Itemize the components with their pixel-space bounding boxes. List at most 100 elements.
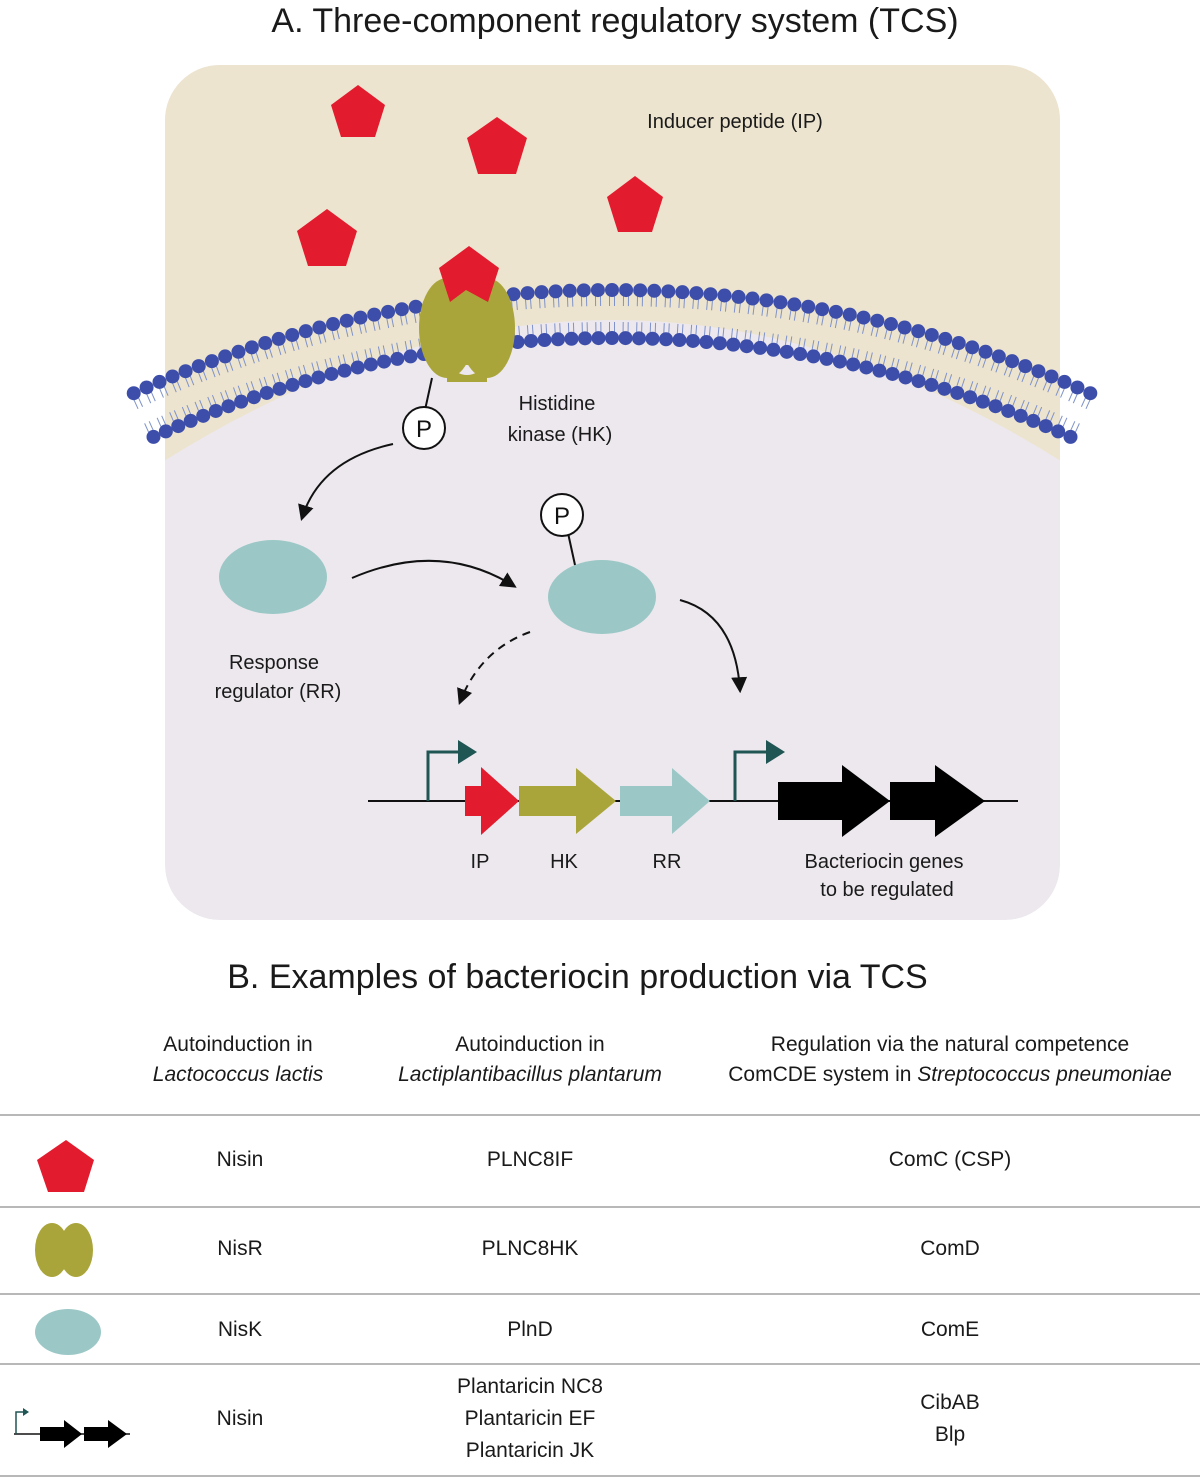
response-regulator-icon [219,540,327,614]
lipid-head [183,413,198,428]
cell-row4-lactococcus: Nisin [216,1407,264,1430]
lipid-head [246,390,261,405]
lipid-head [872,363,887,378]
gene-ip-arrow [465,767,519,835]
lipid-head [1031,364,1046,379]
lipid-head [408,299,423,314]
cell-row3-lactiplantibacillus: PlnD [507,1318,553,1341]
column-header-line-1: Autoinduction in [455,1033,605,1056]
cell-background [165,65,1060,920]
column-header-line-1: Regulation via the natural competence [770,1033,1130,1056]
cell-row1-lactococcus: Nisin [216,1148,264,1171]
lipid-head [950,385,965,400]
lipid-head [577,331,592,346]
lipid-head [285,377,300,392]
cell-row2-streptococcus: ComD [920,1237,980,1260]
gene-hk-label: HK [550,851,578,873]
rr-label-line-1: Response [229,652,319,674]
target-genes-label-line-2: to be regulated [820,879,953,901]
lipid-head [285,327,300,342]
table-rule [0,1114,1200,1116]
lipid-head [938,331,953,346]
column-header-lactococcus: Autoinduction in Lactococcus lactis [118,1030,358,1090]
lipid-head [759,293,774,308]
lipid-head [394,302,409,317]
phosphotransfer-arrow [298,443,394,522]
inducer-peptides [297,85,663,266]
lipid-head [590,283,605,298]
lipid-head [126,386,141,401]
lipid-head [924,327,939,342]
lipid-head [766,342,781,357]
cell-line: Plantaricin NC8 [457,1375,603,1398]
lipid-head [1083,386,1098,401]
lipid-head [339,313,354,328]
cell-row2-lactiplantibacillus: PLNC8HK [481,1237,579,1260]
lipid-head [859,360,874,375]
table-rule [0,1206,1200,1208]
inducer-peptide-icon [467,117,527,174]
lipid-head [1001,403,1016,418]
lipid-head [779,344,794,359]
lipid-head [191,359,206,374]
promoter-1-icon [426,750,462,801]
lipid-head [815,302,830,317]
lipid-head [965,340,980,355]
lipid-head [661,284,676,299]
lipid-head [244,340,259,355]
table-rule [0,1475,1200,1477]
cell-line: Plantaricin EF [464,1407,596,1430]
lipid-head [726,337,741,352]
lipid-head [311,370,326,385]
inducer-peptide-icon [607,176,663,232]
lipid-head [911,374,926,389]
lipid-head [975,394,990,409]
lipid-head [551,332,566,347]
lipid-head [1051,424,1066,439]
lipid-head [801,299,816,314]
rr-phosphate-symbol: P [554,503,570,530]
inducer-peptide-label: Inducer peptide (IP) [647,111,823,133]
lipid-head [367,307,382,322]
lipid-head [326,317,341,332]
panel-b-title: B. Examples of bacteriocin production vi… [227,958,928,996]
lipid-head [353,310,368,325]
lipid-head [312,320,327,335]
hk-phosphate-circle [402,406,446,450]
lipid-head [745,291,760,306]
bound-inducer-peptide-icon [439,246,499,302]
lipid-head [685,333,700,348]
lipid-head [703,287,718,302]
lipid-bilayer-membrane [126,283,1098,444]
target-genes-label-line-1: Bacteriocin genes [805,851,964,873]
lipid-head [885,366,900,381]
lipid-head [988,399,1003,414]
tcs-diagram: P Histidine kinase (HK) Inducer peptide … [126,65,1098,920]
lipid-head [832,354,847,369]
lipid-head [146,429,161,444]
lipid-head [753,340,768,355]
column-header-species: Streptococcus pneumoniae [917,1063,1172,1086]
lipid-head [196,408,211,423]
lipid-head [1044,369,1059,384]
lipid-head [381,304,396,319]
lipid-head [675,285,690,300]
lipid-head [605,331,619,345]
lipid-head [1063,429,1078,444]
lipid-head [605,283,619,297]
lipid-head [390,351,405,366]
lipid-head [806,349,821,364]
promoter-2-icon [733,750,770,801]
histidine-kinase-icon [419,278,515,382]
lipid-head [991,349,1006,364]
lipid-head [689,286,704,301]
promoter-2-arrowhead [766,740,785,764]
lipid-head [520,286,535,301]
cell-row1-lactiplantibacillus: PLNC8IF [486,1148,574,1171]
bacteriocin-gene-arrow-2 [890,765,985,837]
column-header-species: Lactococcus lactis [152,1063,324,1086]
cell-row3-streptococcus: ComE [920,1318,980,1341]
pentagon-icon [37,1140,94,1192]
phosphorylated-response-regulator-icon [548,560,656,634]
hk-label-line-1: Histidine [519,393,596,415]
